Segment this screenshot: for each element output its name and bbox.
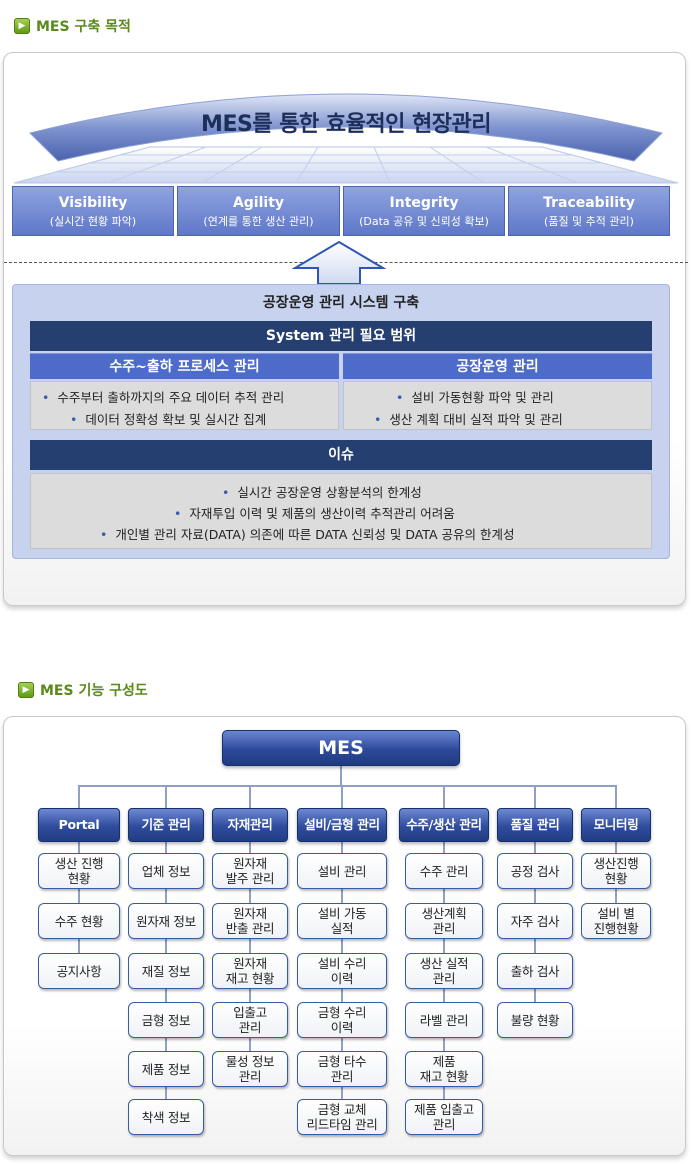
function-item: 생산 실적 관리 bbox=[405, 953, 483, 989]
bullet-icon: • bbox=[174, 506, 182, 521]
function-item: 불량 현황 bbox=[497, 1002, 573, 1038]
left-scope-box bbox=[30, 381, 339, 430]
list-item: • 자재투입 이력 및 제품의 생산이력 추적관리 어려움 bbox=[174, 503, 455, 522]
right-scope-box bbox=[343, 381, 652, 430]
bullet-icon: • bbox=[70, 412, 78, 427]
connector-line bbox=[340, 766, 342, 786]
function-item: 재질 정보 bbox=[128, 953, 204, 989]
function-item: 금형 수리 이력 bbox=[297, 1002, 387, 1038]
category-material: 자재관리 bbox=[212, 808, 288, 842]
right-scope-title: 공장운영 관리 bbox=[343, 353, 652, 379]
category-quality: 품질 관리 bbox=[497, 808, 573, 842]
list-item: • 생산 계획 대비 실적 파악 및 관리 bbox=[374, 409, 563, 428]
issue-box bbox=[30, 473, 652, 549]
bullet-icon: • bbox=[42, 390, 50, 405]
roof-dome-graphic bbox=[13, 93, 679, 184]
pillar-integrity: Integrity (Data 공유 및 신뢰성 확보) bbox=[343, 186, 505, 236]
scope-title-bar: System 관리 필요 범위 bbox=[30, 321, 652, 351]
category-standard: 기준 관리 bbox=[128, 808, 204, 842]
function-item: 생산진행 현황 bbox=[581, 853, 651, 889]
pillar-name: Visibility bbox=[58, 195, 128, 211]
pillar-name: Integrity bbox=[389, 195, 459, 211]
function-item: 라벨 관리 bbox=[405, 1002, 483, 1038]
list-item-text: 생산 계획 대비 실적 파악 및 관리 bbox=[389, 412, 563, 427]
list-item: • 설비 가동현황 파악 및 관리 bbox=[396, 387, 554, 406]
list-item: • 수주부터 출하까지의 주요 데이터 추적 관리 bbox=[42, 387, 284, 406]
function-item: 출하 검사 bbox=[497, 953, 573, 989]
bullet-icon: • bbox=[374, 412, 382, 427]
list-item-text: 수주부터 출하까지의 주요 데이터 추적 관리 bbox=[57, 390, 285, 405]
category-equipment-mold: 설비/금형 관리 bbox=[297, 808, 387, 842]
function-item: 설비 수리 이력 bbox=[297, 953, 387, 989]
list-item-text: 설비 가동현황 파악 및 관리 bbox=[411, 390, 554, 405]
mes-root-node: MES bbox=[222, 730, 460, 766]
bullet-icon: • bbox=[222, 485, 230, 500]
section-header-purpose: ▶ MES 구축 목적 bbox=[14, 16, 131, 36]
connector-line bbox=[165, 785, 167, 808]
headline: MES를 통한 효율적인 현장관리 bbox=[201, 112, 491, 137]
connector-line bbox=[249, 785, 251, 808]
pillar-desc: (Data 공유 및 신뢰성 확보) bbox=[359, 215, 489, 228]
category-order-production: 수주/생산 관리 bbox=[399, 808, 489, 842]
pillar-traceability: Traceability (품질 및 추적 관리) bbox=[508, 186, 670, 236]
function-item: 물성 정보 관리 bbox=[212, 1051, 288, 1087]
function-item: 공정 검사 bbox=[497, 853, 573, 889]
function-item: 생산 진행 현황 bbox=[38, 853, 120, 889]
pillar-name: Traceability bbox=[543, 195, 635, 211]
function-item: 입출고 관리 bbox=[212, 1002, 288, 1038]
category-portal: Portal bbox=[38, 808, 120, 842]
factory-title: 공장운영 관리 시스템 구축 bbox=[262, 295, 420, 311]
category-monitoring: 모니터링 bbox=[581, 808, 651, 842]
function-item: 설비 별 진행현황 bbox=[581, 903, 651, 939]
bullet-icon: • bbox=[396, 390, 404, 405]
pillar-desc: (품질 및 추적 관리) bbox=[544, 215, 634, 228]
function-item: 생산계획 관리 bbox=[405, 903, 483, 939]
function-item: 설비 가동 실적 bbox=[297, 903, 387, 939]
up-arrow-icon bbox=[292, 240, 386, 285]
function-item: 제품 입출고 관리 bbox=[405, 1099, 483, 1135]
section-header-functions: ▶ MES 기능 구성도 bbox=[18, 680, 148, 700]
connector-line bbox=[78, 785, 80, 808]
function-item: 원자재 재고 현황 bbox=[212, 953, 288, 989]
connector-line bbox=[443, 785, 445, 808]
pillar-desc: (연계를 통한 생산 관리) bbox=[203, 215, 314, 228]
function-item: 착색 정보 bbox=[128, 1099, 204, 1135]
list-item: • 실시간 공장운영 상황분석의 한계성 bbox=[222, 482, 422, 501]
bullet-icon: • bbox=[100, 527, 108, 542]
function-item: 수주 관리 bbox=[405, 853, 483, 889]
connector-line bbox=[615, 785, 617, 808]
function-item: 공지사항 bbox=[38, 953, 120, 989]
chevron-right-icon: ▶ bbox=[14, 18, 30, 34]
pillar-desc: (실시간 현황 파악) bbox=[49, 215, 137, 228]
pillar-visibility: Visibility (실시간 현황 파악) bbox=[12, 186, 174, 236]
pillar-agility: Agility (연계를 통한 생산 관리) bbox=[177, 186, 340, 236]
function-item: 설비 관리 bbox=[297, 853, 387, 889]
connector-line bbox=[78, 785, 616, 787]
function-item: 제품 정보 bbox=[128, 1051, 204, 1087]
function-item: 수주 현황 bbox=[38, 903, 120, 939]
section-title: MES 구축 목적 bbox=[36, 19, 131, 35]
left-scope-title: 수주~출하 프로세스 관리 bbox=[30, 353, 339, 379]
list-item-text: 개인별 관리 자료(DATA) 의존에 따른 DATA 신뢰성 및 DATA 공… bbox=[115, 527, 515, 542]
connector-line bbox=[341, 785, 343, 808]
list-item-text: 자재투입 이력 및 제품의 생산이력 추적관리 어려움 bbox=[189, 506, 455, 521]
list-item-text: 데이터 정확성 확보 및 실시간 집계 bbox=[85, 412, 267, 427]
function-item: 원자재 정보 bbox=[128, 903, 204, 939]
chevron-right-icon: ▶ bbox=[18, 682, 34, 698]
function-item: 원자재 반출 관리 bbox=[212, 903, 288, 939]
function-item: 금형 정보 bbox=[128, 1002, 204, 1038]
function-item: 원자재 발주 관리 bbox=[212, 853, 288, 889]
function-item: 자주 검사 bbox=[497, 903, 573, 939]
issue-title-bar: 이슈 bbox=[30, 440, 652, 470]
function-item: 금형 교체 리드타임 관리 bbox=[297, 1099, 387, 1135]
section-title: MES 기능 구성도 bbox=[40, 683, 148, 699]
list-item-text: 실시간 공장운영 상황분석의 한계성 bbox=[237, 485, 422, 500]
function-item: 제품 재고 현황 bbox=[405, 1051, 483, 1087]
pillar-name: Agility bbox=[232, 195, 285, 211]
function-item: 업체 정보 bbox=[128, 853, 204, 889]
list-item: • 데이터 정확성 확보 및 실시간 집계 bbox=[70, 409, 266, 428]
list-item: • 개인별 관리 자료(DATA) 의존에 따른 DATA 신뢰성 및 DATA … bbox=[100, 524, 514, 543]
function-item: 금형 타수 관리 bbox=[297, 1051, 387, 1087]
connector-line bbox=[534, 785, 536, 808]
